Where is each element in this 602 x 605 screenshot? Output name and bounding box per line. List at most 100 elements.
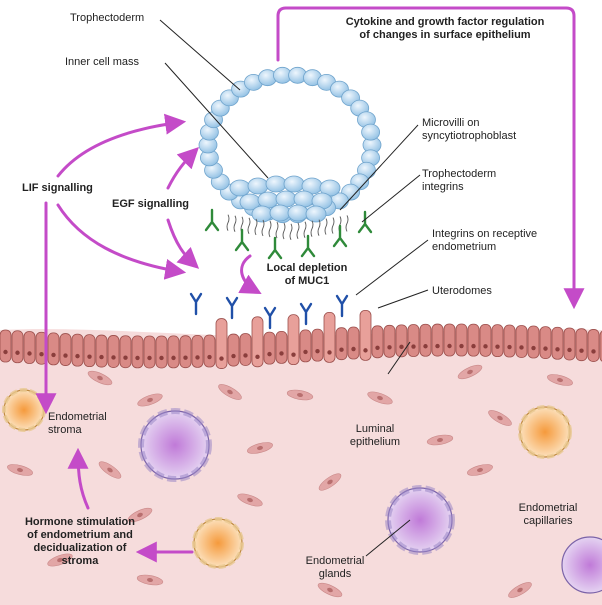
cell-nucleus xyxy=(195,355,200,360)
stromal-cell xyxy=(47,553,73,567)
stromal-cell xyxy=(237,493,263,507)
microvillus xyxy=(296,222,300,240)
cell-nucleus xyxy=(231,353,236,359)
stromal-cell xyxy=(488,410,512,426)
epithelial-cell xyxy=(263,331,276,365)
stromal-cell xyxy=(137,393,163,407)
epithelial-cell xyxy=(275,331,288,364)
stromal-cell xyxy=(127,507,153,523)
label-integrins-receptive: Integrins on receptive endometrium xyxy=(432,228,538,253)
integrin xyxy=(357,210,373,234)
arrow-hormone xyxy=(67,447,90,510)
label-endometrial-stroma: Endometrial stroma xyxy=(48,411,107,436)
epithelial-cell xyxy=(119,335,132,369)
cell-nucleus xyxy=(135,355,140,361)
epithelial-cell xyxy=(479,323,492,357)
cell-nucleus xyxy=(183,355,188,360)
epithelial-cell xyxy=(383,324,396,358)
microvillus xyxy=(345,215,349,232)
icm-cell xyxy=(229,179,251,197)
label-lif-signalling: LIF signalling xyxy=(22,182,93,194)
epithelial-cell xyxy=(155,335,168,369)
epithelial-cell xyxy=(11,330,24,364)
label-endometrial-capillaries: Endometrial capillaries xyxy=(518,502,578,527)
cell-nucleus xyxy=(15,350,20,355)
stromal-cell xyxy=(98,461,122,479)
cell-nucleus xyxy=(531,345,536,351)
integrin xyxy=(267,236,283,260)
signalling-arrows xyxy=(35,6,585,563)
trophectoderm-cell xyxy=(361,123,381,141)
cell-nucleus xyxy=(159,355,164,361)
epithelial-cell xyxy=(107,335,120,368)
label-muc1-depletion: Local depletion of MUC1 xyxy=(266,262,348,287)
cell-nucleus xyxy=(147,355,152,361)
microvilli xyxy=(226,214,349,241)
cell-nucleus xyxy=(363,348,368,353)
epithelial-cell xyxy=(563,327,576,361)
epithelial-cell xyxy=(191,335,204,368)
endometrial-gland xyxy=(385,485,455,555)
cell-nucleus xyxy=(75,353,80,359)
epithelial-cell xyxy=(491,324,504,358)
label-hormone-stimulation: Hormone stimulation of endometrium and d… xyxy=(24,516,135,567)
epithelial-cell xyxy=(287,314,300,366)
stromal-cell xyxy=(457,364,483,380)
epithelial-cell xyxy=(431,323,444,357)
microvillus xyxy=(303,221,307,238)
icm-cell xyxy=(257,191,279,209)
epithelial-cell xyxy=(299,329,312,363)
stromal-cell xyxy=(87,370,113,386)
cell-nucleus xyxy=(123,355,128,360)
integrin xyxy=(225,296,239,320)
arrow-lif-down xyxy=(56,203,187,280)
leader-lines xyxy=(159,19,429,557)
endometrial-gland xyxy=(561,536,602,594)
label-inner-cell-mass: Inner cell mass xyxy=(65,56,139,68)
cell-nucleus xyxy=(423,344,428,349)
epithelial-cell xyxy=(59,333,72,366)
cell-nucleus xyxy=(519,345,524,350)
cell-nucleus xyxy=(483,344,488,349)
integrin xyxy=(332,224,348,248)
label-uterodomes: Uterodomes xyxy=(432,285,492,297)
integrin xyxy=(189,292,203,316)
epithelial-cell xyxy=(71,333,84,367)
cell-nucleus xyxy=(435,343,440,349)
cell-nucleus xyxy=(351,346,356,352)
epithelial-cell xyxy=(215,318,228,369)
cell-nucleus xyxy=(387,345,392,350)
icm-cell xyxy=(287,204,309,222)
microvillus xyxy=(282,222,286,240)
stromal-cell xyxy=(508,582,532,598)
epithelial-cell xyxy=(311,328,324,362)
integrin xyxy=(300,234,316,258)
arrow-muc1 xyxy=(238,254,262,295)
icm-cell xyxy=(293,190,315,208)
cell-nucleus xyxy=(315,348,320,354)
stromal-cell xyxy=(247,442,273,454)
epithelial-cell xyxy=(95,334,108,368)
epithelial-cell xyxy=(515,325,528,358)
cell-nucleus xyxy=(411,344,416,349)
epithelial-cell xyxy=(359,309,372,361)
label-trophectoderm: Trophectoderm xyxy=(70,12,145,24)
epithelial-cell xyxy=(575,328,588,362)
cell-nucleus xyxy=(495,344,500,349)
cell-nucleus xyxy=(27,351,32,356)
endometrial-integrins xyxy=(189,292,349,330)
integrin xyxy=(299,302,313,326)
microvillus xyxy=(310,220,314,237)
microvillus xyxy=(254,218,258,236)
stromal-cell xyxy=(318,473,342,491)
stromal-cell xyxy=(547,374,573,386)
icm-cell xyxy=(275,190,297,208)
cell-nucleus xyxy=(399,344,404,350)
microvillus xyxy=(247,217,251,235)
epithelial-cell xyxy=(419,323,432,357)
stromal-cell xyxy=(467,464,493,476)
microvillus xyxy=(233,215,237,232)
epithelial-cell xyxy=(539,326,552,360)
arrow-egf-up xyxy=(166,147,199,190)
